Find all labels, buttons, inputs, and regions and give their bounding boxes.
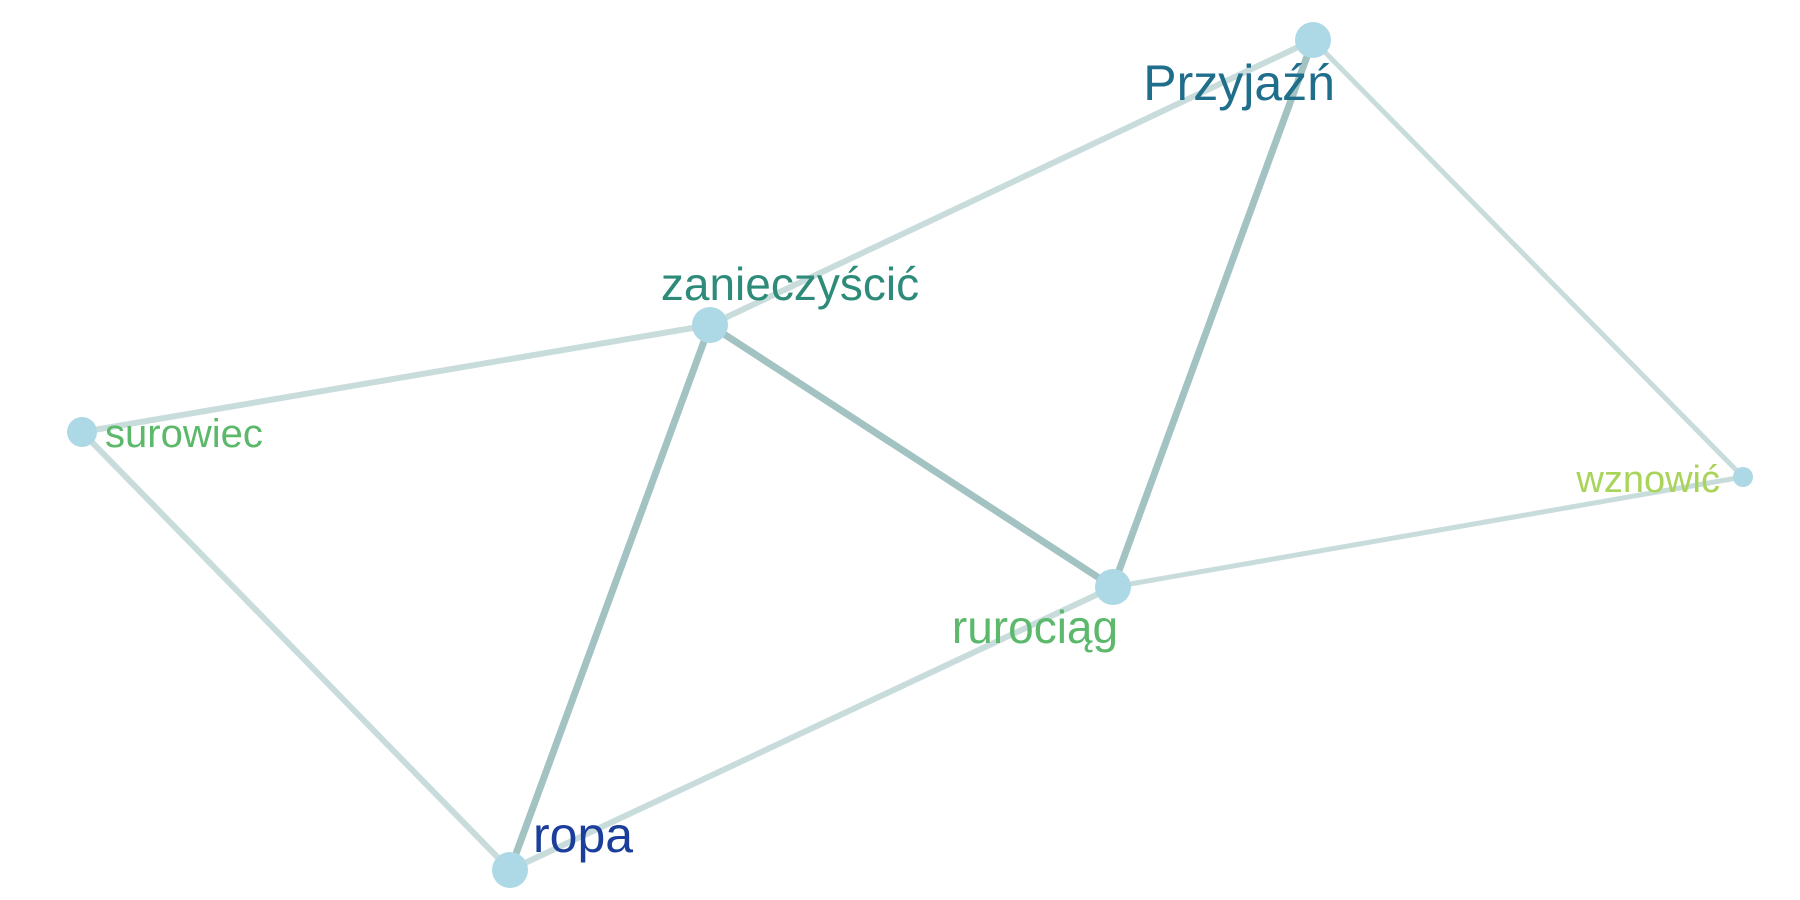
nodes-layer	[67, 22, 1753, 888]
node-label-przyjazn: Przyjaźń	[1143, 55, 1335, 111]
edge-rurociag-wznowic	[1110, 474, 1746, 590]
node-label-ropa: ropa	[533, 807, 633, 863]
node-wznowic	[1733, 467, 1753, 487]
edges-layer	[79, 36, 1746, 874]
node-zanieczyscic	[692, 307, 728, 343]
edge-przyjazn-rurociag	[1109, 36, 1317, 591]
node-label-zanieczyscic: zanieczyścić	[661, 258, 919, 310]
edge-surowiec-ropa	[79, 429, 513, 873]
node-rurociag	[1095, 569, 1131, 605]
edge-ropa-rurociag	[507, 584, 1116, 873]
node-label-wznowic: wznowić	[1575, 459, 1720, 501]
edge-zanieczyscic-rurociag	[706, 321, 1117, 591]
node-surowiec	[67, 417, 97, 447]
node-label-surowiec: surowiec	[105, 412, 263, 456]
edge-surowiec-zanieczyscic	[79, 322, 713, 435]
node-label-rurociag: rurociąg	[952, 601, 1118, 653]
labels-layer: Przyjaźń zanieczyścić surowiec wznowić ruroc…	[105, 55, 1720, 863]
node-przyjazn	[1295, 22, 1331, 58]
node-ropa	[492, 852, 528, 888]
edge-zanieczyscic-ropa	[506, 321, 714, 874]
edge-przyjazn-wznowic	[1310, 37, 1746, 480]
edge-zanieczyscic-przyjazn	[707, 37, 1316, 328]
